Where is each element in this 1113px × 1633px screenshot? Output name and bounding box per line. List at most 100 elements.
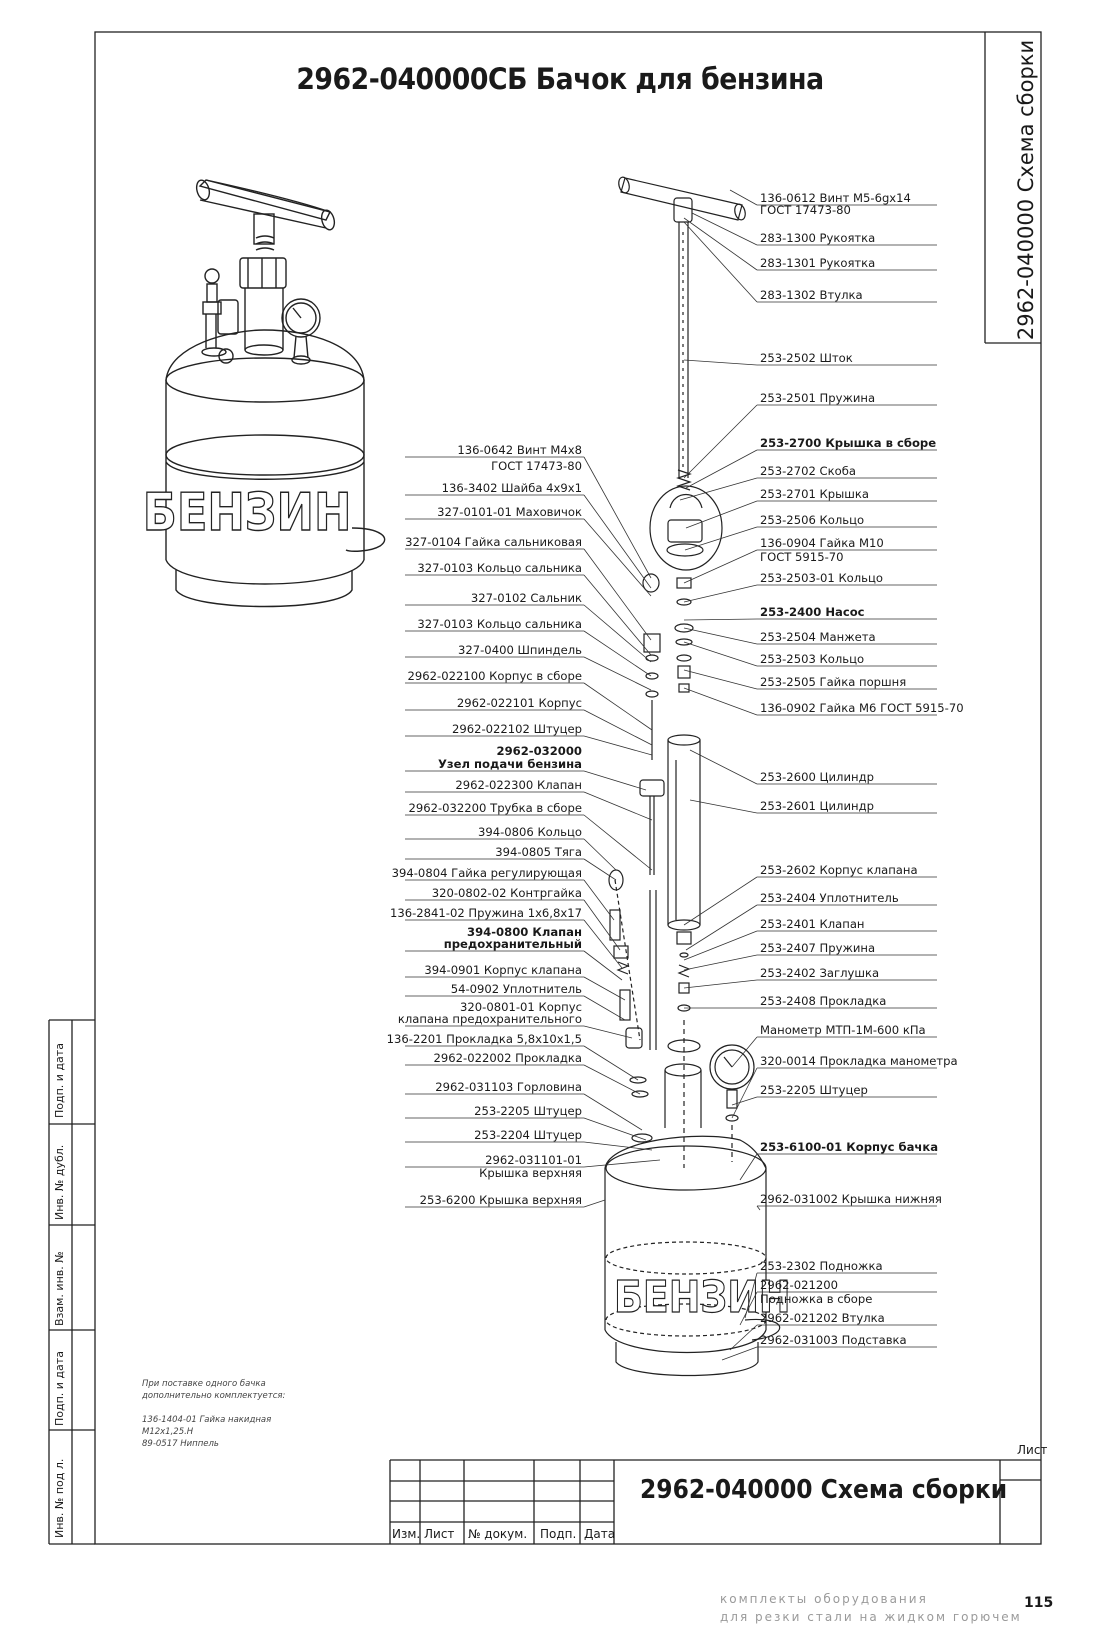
part-label-left: предохранительный — [443, 937, 582, 951]
part-label-right: 283-1302 Втулка — [760, 288, 863, 302]
leader-line — [683, 549, 758, 584]
leader-line — [683, 954, 758, 971]
sheet-label: Лист — [1017, 1443, 1048, 1457]
page-number: 115 — [1024, 1595, 1054, 1611]
leader-line — [583, 604, 652, 663]
part-label-left: 2962-022002 Прокладка — [433, 1051, 582, 1065]
part-label-left: 54-0902 Уплотнитель — [450, 982, 582, 996]
part-label-right: 253-2505 Гайка поршня — [760, 675, 907, 689]
part-label-right: 253-2503-01 Кольцо — [760, 571, 883, 585]
leader-line — [583, 1045, 639, 1081]
leader-line — [583, 1199, 606, 1208]
part-label-left: 327-0400 Шпиндель — [458, 643, 582, 657]
leader-line — [683, 687, 758, 716]
part-label-right: 253-2504 Манжета — [760, 630, 876, 644]
leader-line — [583, 548, 652, 641]
part-label-left: 253-2204 Штуцер — [474, 1128, 582, 1142]
note-line — [142, 1402, 320, 1414]
part-label-left: 136-2841-02 Пружина 1х6,8х17 — [389, 906, 582, 920]
leader-line — [683, 221, 758, 303]
part-label-left: 253-6200 Крышка верхняя — [419, 1193, 582, 1207]
leader-line — [679, 477, 758, 501]
part-label-left: 2962-031101-01 — [485, 1153, 582, 1167]
exploded-view — [604, 176, 781, 1377]
part-label-right: 320-0014 Прокладка манометра — [760, 1054, 958, 1068]
part-label-right: 253-2702 Скоба — [760, 464, 856, 478]
part-label-left: Крышка верхняя — [479, 1166, 582, 1180]
stamp-header: № докум. — [468, 1527, 528, 1541]
leader-line — [739, 1291, 758, 1326]
leader-line — [684, 526, 758, 551]
footer-line-1: комплекты оборудования — [720, 1592, 928, 1606]
part-label-right: 2962-021200 — [760, 1278, 838, 1292]
footer-line-2: для резки стали на жидком горючем — [720, 1610, 1022, 1624]
part-label-right: 253-2404 Уплотнитель — [760, 891, 899, 905]
part-label-right: 253-2401 Клапан — [760, 917, 865, 931]
part-label-right: 2962-031002 Крышка нижняя — [760, 1192, 942, 1206]
note-line: 89-0517 Ниппель — [142, 1439, 219, 1449]
tank-lettering-exploded: БЕНЗИН — [614, 1271, 791, 1322]
part-label-left: 2962-031103 Горловина — [435, 1080, 582, 1094]
leader-line — [583, 630, 652, 677]
leader-line — [683, 627, 758, 645]
leader-line — [683, 876, 758, 926]
part-label-right: 2962-031003 Подставка — [760, 1333, 907, 1347]
part-label-left: 253-2205 Штуцер — [474, 1104, 582, 1118]
part-label-right: 253-2700 Крышка в сборе — [760, 436, 937, 450]
side-title: 2962-040000 Схема сборки — [1002, 40, 1050, 340]
leader-line — [683, 641, 758, 667]
leader-line — [583, 735, 653, 756]
part-label-right: 283-1300 Рукоятка — [760, 231, 876, 245]
leader-line — [683, 217, 758, 271]
leader-line — [583, 995, 626, 1021]
part-label-right: 136-0902 Гайка М6 ГОСТ 5915-70 — [760, 701, 964, 715]
stamp-header: Дата — [584, 1527, 616, 1541]
side-title-text: 2962-040000 Схема сборки — [1014, 39, 1038, 341]
document-code: 2962-040000 Схема сборки — [640, 1475, 1008, 1505]
part-label-left: 2962-022100 Корпус в сборе — [407, 669, 582, 683]
part-label-left: ГОСТ 17473-80 — [491, 459, 582, 473]
leader-line — [583, 656, 652, 691]
part-label-right: 253-6100-01 Корпус бачка — [760, 1140, 939, 1154]
leader-line — [583, 858, 617, 881]
part-label-left: 2962-022101 Корпус — [456, 696, 582, 710]
part-label-left: 320-0801-01 Корпус — [460, 1000, 582, 1014]
part-label-left: 2962-032200 Трубка в сборе — [408, 801, 582, 815]
part-label-left: 394-0901 Корпус клапана — [424, 963, 582, 977]
part-label-right: 253-2503 Кольцо — [760, 652, 865, 666]
part-label-left: 2962-032000 — [496, 744, 582, 758]
leader-line — [731, 1036, 758, 1068]
leader-line — [683, 979, 758, 989]
part-label-right: 253-2502 Шток — [760, 351, 853, 365]
part-label-left: 394-0806 Кольцо — [477, 825, 582, 839]
part-label-left: 327-0101-01 Маховичок — [437, 505, 582, 519]
leader-line — [583, 1141, 653, 1151]
part-label-right: 253-2205 Штуцер — [760, 1083, 868, 1097]
part-label-left: 2962-022102 Штуцер — [451, 722, 582, 736]
part-label-right: 253-2701 Крышка — [760, 487, 869, 501]
leader-line — [731, 1067, 758, 1119]
leader-line — [583, 899, 621, 951]
leader-line — [583, 494, 652, 589]
leader-line — [729, 1324, 758, 1351]
note-line: При поставке одного бачка — [142, 1379, 266, 1389]
leader-line — [721, 1346, 758, 1361]
leader-line — [689, 749, 758, 785]
part-label-right: 253-2601 Цилиндр — [760, 799, 874, 813]
part-label-right: 253-2408 Прокладка — [760, 994, 887, 1008]
part-label-right: 136-0612 Винт М5-6gx14 — [760, 191, 911, 205]
part-label-right: 253-2506 Кольцо — [760, 513, 865, 527]
part-label-left: 394-0804 Гайка регулирующая — [391, 866, 582, 880]
margin-field-label: Инв. № под л. — [53, 1458, 66, 1538]
part-label-right: 253-2407 Пружина — [760, 941, 876, 955]
part-label-left: 327-0103 Кольцо сальника — [417, 561, 582, 575]
page-title: 2962-040000СБ Бачок для бензина — [296, 62, 824, 96]
leader-line — [583, 879, 615, 921]
leader-line — [583, 1117, 647, 1141]
leader-line — [685, 449, 758, 489]
leader-line — [583, 770, 647, 791]
leader-line — [583, 574, 652, 656]
part-label-left: 2962-022300 Клапан — [455, 778, 582, 792]
